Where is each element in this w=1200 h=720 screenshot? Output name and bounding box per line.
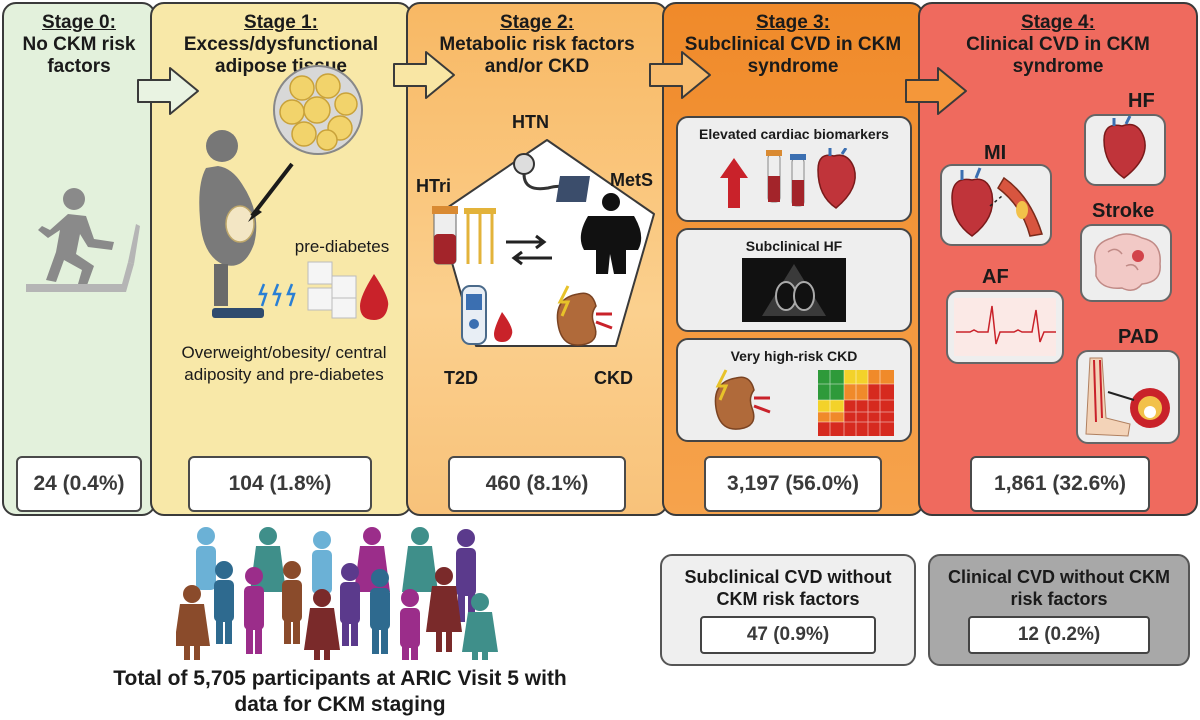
subclinical-cvd-count: 47 (0.9%)	[700, 616, 876, 654]
hf-image	[1084, 114, 1166, 186]
electric-signal-icon	[258, 283, 296, 307]
stage-2-panel: Stage 2: Metabolic risk factors and/or C…	[406, 2, 668, 516]
stage-3-count: 3,197 (56.0%)	[704, 456, 882, 512]
pad-label: PAD	[1118, 326, 1159, 348]
stroke-image	[1080, 224, 1172, 302]
stage-1-panel: Stage 1: Excess/dysfunctional adipose ti…	[150, 2, 412, 516]
arrow-stage-3-to-4	[905, 67, 967, 115]
biomarkers-box: Elevated cardiac biomarkers	[676, 116, 912, 222]
treadmill-runner-icon	[26, 188, 140, 292]
mi-label: MI	[984, 142, 1007, 164]
glucose-meter-icon	[461, 285, 513, 345]
stroke-label: Stroke	[1092, 200, 1155, 222]
obese-person-on-scale-icon	[199, 130, 294, 318]
kidney-icon	[556, 285, 613, 346]
participants-icon	[176, 527, 498, 660]
stage-1-description: Overweight/obesity/ central adiposity an…	[181, 343, 387, 384]
stage-1-count: 104 (1.8%)	[188, 456, 372, 512]
stage-3-title: Stage 3: Subclinical CVD in CKM syndrome	[684, 12, 902, 77]
subclinical-hf-box: Subclinical HF	[676, 228, 912, 332]
heart-artery-icon	[951, 167, 1043, 237]
brain-icon	[1094, 233, 1161, 291]
stage-4-count: 1,861 (32.6%)	[970, 456, 1150, 512]
stage-2-count: 460 (8.1%)	[448, 456, 626, 512]
heart-icon	[1103, 115, 1146, 179]
htn-label: HTN	[512, 112, 549, 132]
clinical-cvd-count: 12 (0.2%)	[968, 616, 1150, 654]
arrow-stage-0-to-1	[137, 67, 199, 115]
sugar-cubes-icon	[307, 261, 357, 319]
subclinical-cvd-title: Subclinical CVD without CKM risk factors	[684, 567, 892, 609]
arrow-stage-1-to-2	[393, 51, 455, 99]
high-risk-ckd-box: Very high-risk CKD	[676, 338, 912, 442]
stage-0-panel: Stage 0: No CKM risk factors 24 (0.4%)	[2, 2, 156, 516]
total-participants-text: Total of 5,705 participants at ARIC Visi…	[113, 667, 567, 716]
lipid-tubes-icon	[432, 206, 496, 265]
ecg-icon	[954, 298, 1056, 356]
stage-4-title: Stage 4: Clinical CVD in CKM syndrome	[966, 12, 1150, 77]
echocardiogram-image	[742, 258, 846, 322]
biomarkers-title: Elevated cardiac biomarkers	[699, 126, 889, 142]
obese-person-icon	[580, 193, 642, 274]
ckd-label: CKD	[594, 368, 633, 388]
ckd-risk-heatmap	[818, 370, 894, 436]
clinical-cvd-title: Clinical CVD without CKM risk factors	[948, 567, 1170, 609]
stage-2-title: Stage 2: Metabolic risk factors and/or C…	[439, 12, 635, 77]
adipose-tissue-icon	[273, 65, 363, 155]
pad-image	[1076, 350, 1180, 444]
af-image	[946, 290, 1064, 364]
stage-0-title: Stage 0: No CKM risk factors	[22, 12, 136, 77]
stage-0-count: 24 (0.4%)	[16, 456, 142, 512]
af-label: AF	[982, 266, 1009, 288]
hf-label: HF	[1128, 90, 1155, 112]
mets-label: MetS	[610, 170, 654, 190]
blood-pressure-cuff-icon	[513, 153, 590, 202]
leg-artery-icon	[1085, 357, 1170, 437]
mi-image	[940, 164, 1052, 246]
t2d-label: T2D	[444, 368, 479, 388]
clinical-cvd-box: Clinical CVD without CKM risk factors 12…	[928, 554, 1190, 666]
kidney-icon	[714, 369, 771, 430]
htri-label: HTri	[416, 176, 452, 196]
stage-4-panel: Stage 4: Clinical CVD in CKM syndrome MI…	[918, 2, 1198, 516]
high-risk-ckd-title: Very high-risk CKD	[730, 348, 858, 364]
blood-drop-icon	[360, 274, 389, 320]
metabolic-pentagon	[437, 139, 655, 347]
arrow-stage-2-to-3	[649, 51, 711, 99]
biomarkers-icon	[720, 148, 856, 209]
subclinical-cvd-box: Subclinical CVD without CKM risk factors…	[660, 554, 916, 666]
prediabetes-label: pre-diabetes	[294, 237, 390, 256]
stage-3-panel: Stage 3: Subclinical CVD in CKM syndrome…	[662, 2, 924, 516]
subclinical-hf-title: Subclinical HF	[745, 238, 843, 254]
